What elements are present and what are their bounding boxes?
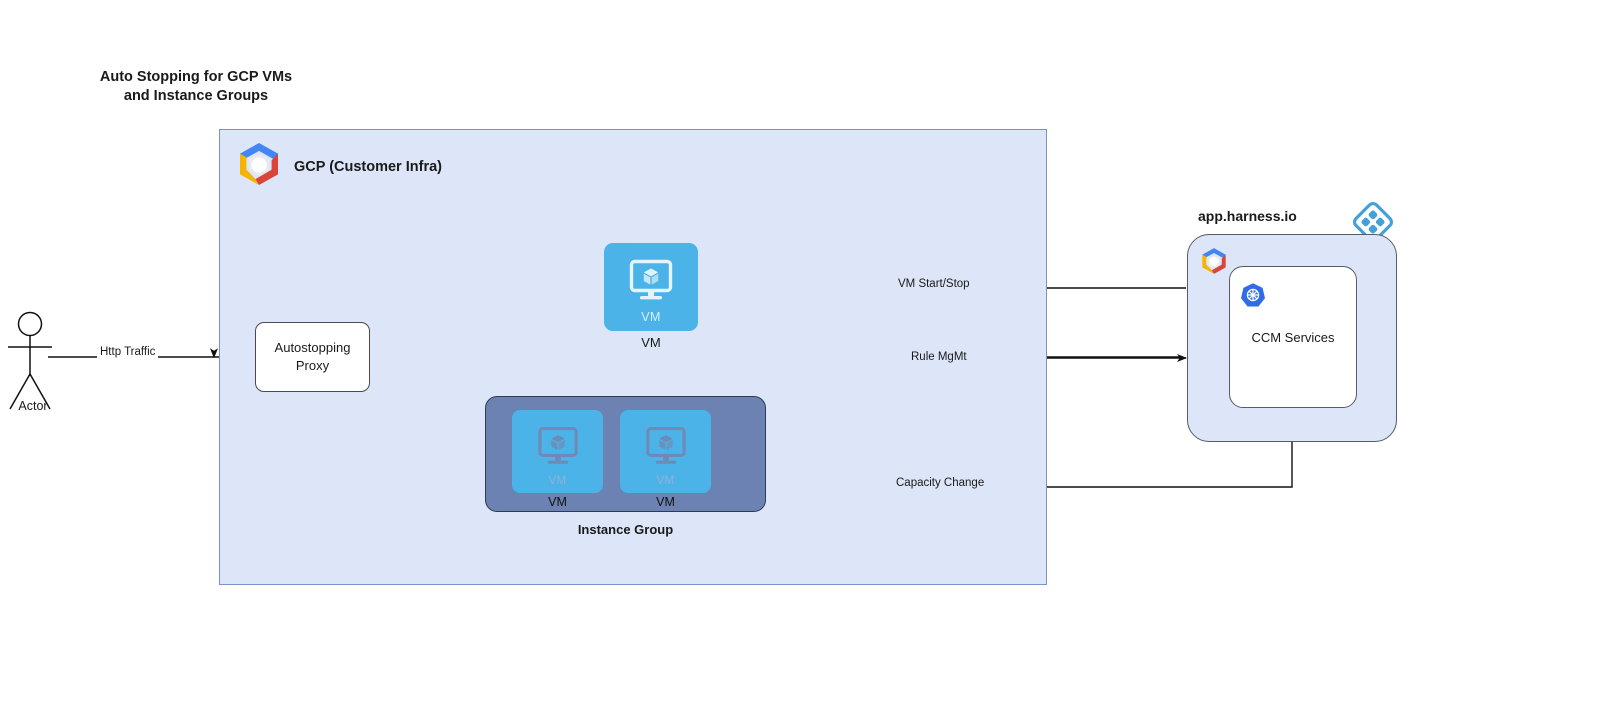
vm-node-caption: VM (641, 335, 661, 350)
vm-monitor-cube-icon (532, 426, 584, 476)
actor-label: Actor (18, 399, 48, 413)
vm-inner-label: VM (641, 310, 661, 324)
edge-label-capacity-change: Capacity Change (893, 477, 988, 489)
vm-monitor-cube-icon (623, 259, 679, 312)
gcp-hexagon-icon (233, 138, 285, 190)
kubernetes-icon (1240, 282, 1266, 308)
instance-group-node[interactable]: VM VM (485, 396, 766, 512)
vm-tile: VM (620, 410, 711, 493)
page-title: Auto Stopping for GCP VMs and Instance G… (99, 69, 293, 104)
vm-inner-label: VM (548, 475, 567, 487)
vm-monitor-cube-icon (640, 426, 692, 476)
vm-node[interactable]: VM (604, 243, 698, 331)
instance-group-vm-1[interactable]: VM (620, 410, 711, 493)
instance-group-vm-0[interactable]: VM (512, 410, 603, 493)
edge-label-vm-start-stop: VM Start/Stop (895, 278, 973, 290)
edge-label-http-traffic: Http Traffic (97, 346, 159, 358)
ccm-services-label: CCM Services (1251, 330, 1335, 345)
autostopping-proxy-node[interactable]: Autostopping Proxy (255, 322, 370, 392)
ccm-services-node[interactable] (1229, 266, 1357, 408)
harness-diamond-icon (1352, 201, 1394, 243)
vm-inner-label: VM (656, 475, 675, 487)
instance-group-caption: Instance Group (577, 522, 674, 537)
instance-group-vm-1-caption: VM (656, 495, 675, 509)
actor-figure (4, 310, 64, 415)
harness-title: app.harness.io (1198, 208, 1297, 224)
vm-tile: VM (512, 410, 603, 493)
vm-tile: VM (604, 243, 698, 331)
autostopping-proxy-label: Autostopping Proxy (274, 340, 351, 373)
gcp-container-label: GCP (Customer Infra) (294, 159, 442, 175)
edge-label-rule-mgmt: Rule MgMt (908, 351, 970, 363)
gcp-hexagon-icon (1198, 245, 1230, 277)
instance-group-vm-0-caption: VM (548, 495, 567, 509)
